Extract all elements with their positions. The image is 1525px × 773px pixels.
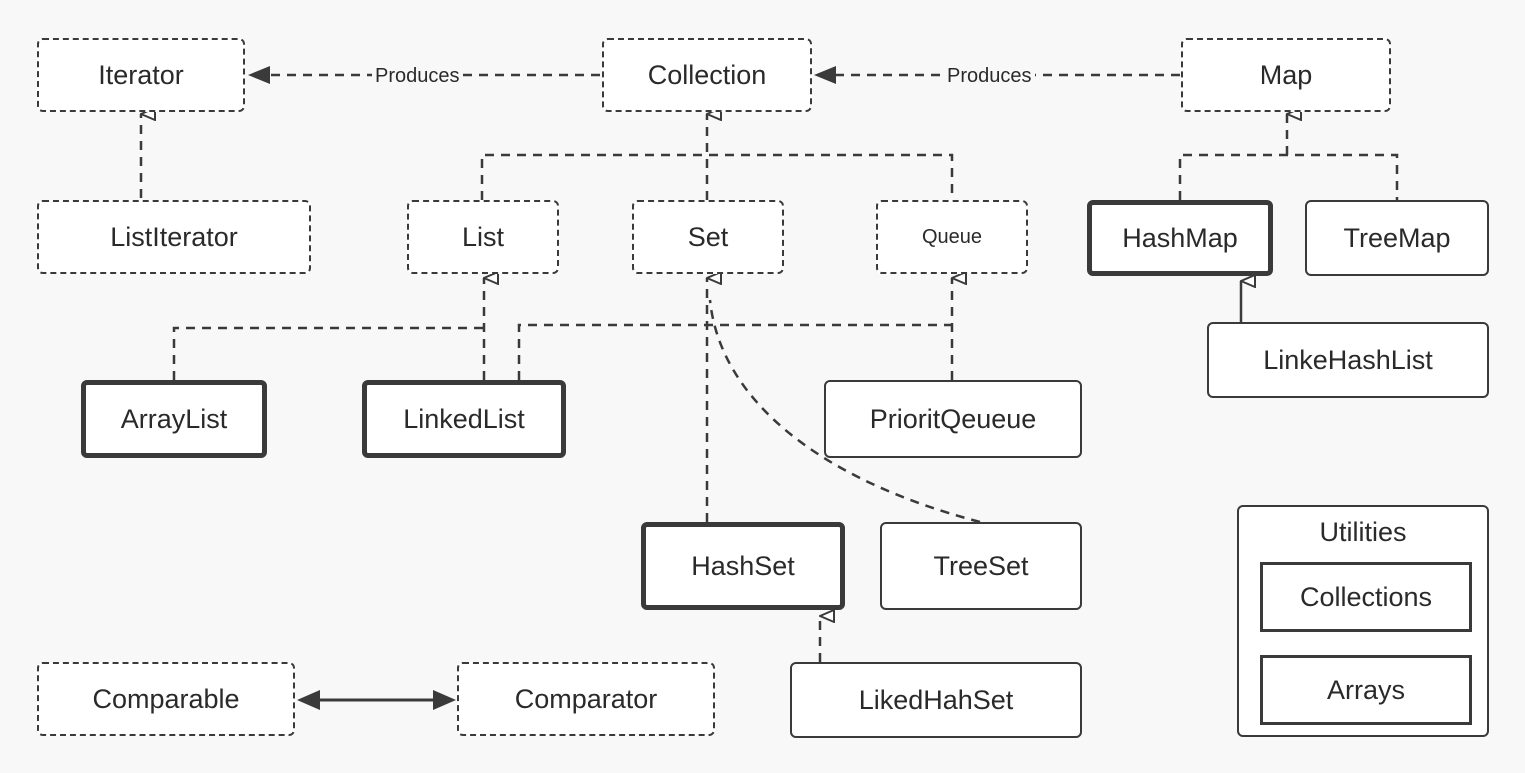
utility-collections[interactable]: Collections [1260,562,1472,632]
node-prioritqeueue[interactable]: PrioritQeueue [824,380,1082,458]
node-comparable[interactable]: Comparable [37,662,295,736]
node-treemap[interactable]: TreeMap [1305,200,1489,276]
node-set[interactable]: Set [632,200,784,274]
produces-label-collection: Produces [944,64,1035,88]
arrowhead-iterator [248,66,270,84]
node-queue[interactable]: Queue [876,200,1028,274]
node-hashset[interactable]: HashSet [641,522,845,610]
node-likedhahset[interactable]: LikedHahSet [790,662,1082,738]
node-treeset[interactable]: TreeSet [880,522,1082,610]
node-iterator[interactable]: Iterator [37,38,245,112]
node-linkehashlist[interactable]: LinkeHashList [1207,322,1489,398]
utilities-panel: Utilities Collections Arrays [1237,505,1489,737]
edge-linkedlist-queue-branch [517,323,952,380]
produces-label-iterator: Produces [372,64,463,88]
node-linkedlist[interactable]: LinkedList [362,380,566,458]
edge-list-queue-branch [480,153,954,200]
utility-arrays[interactable]: Arrays [1260,655,1472,725]
arrowhead-comparator [433,690,456,710]
edge-treeset-set [708,299,981,524]
node-listiterator[interactable]: ListIterator [37,200,311,274]
arrowhead-collection [814,66,836,84]
node-comparator[interactable]: Comparator [457,662,715,736]
edge-maps-branch [1178,153,1399,200]
node-map[interactable]: Map [1181,38,1391,112]
node-list[interactable]: List [407,200,559,274]
arrowhead-comparable [297,690,320,710]
utilities-title: Utilities [1319,517,1407,547]
node-arraylist[interactable]: ArrayList [81,380,267,458]
node-collection[interactable]: Collection [602,38,812,112]
edge-arraylist-branch [172,326,484,380]
node-hashmap[interactable]: HashMap [1087,200,1273,276]
